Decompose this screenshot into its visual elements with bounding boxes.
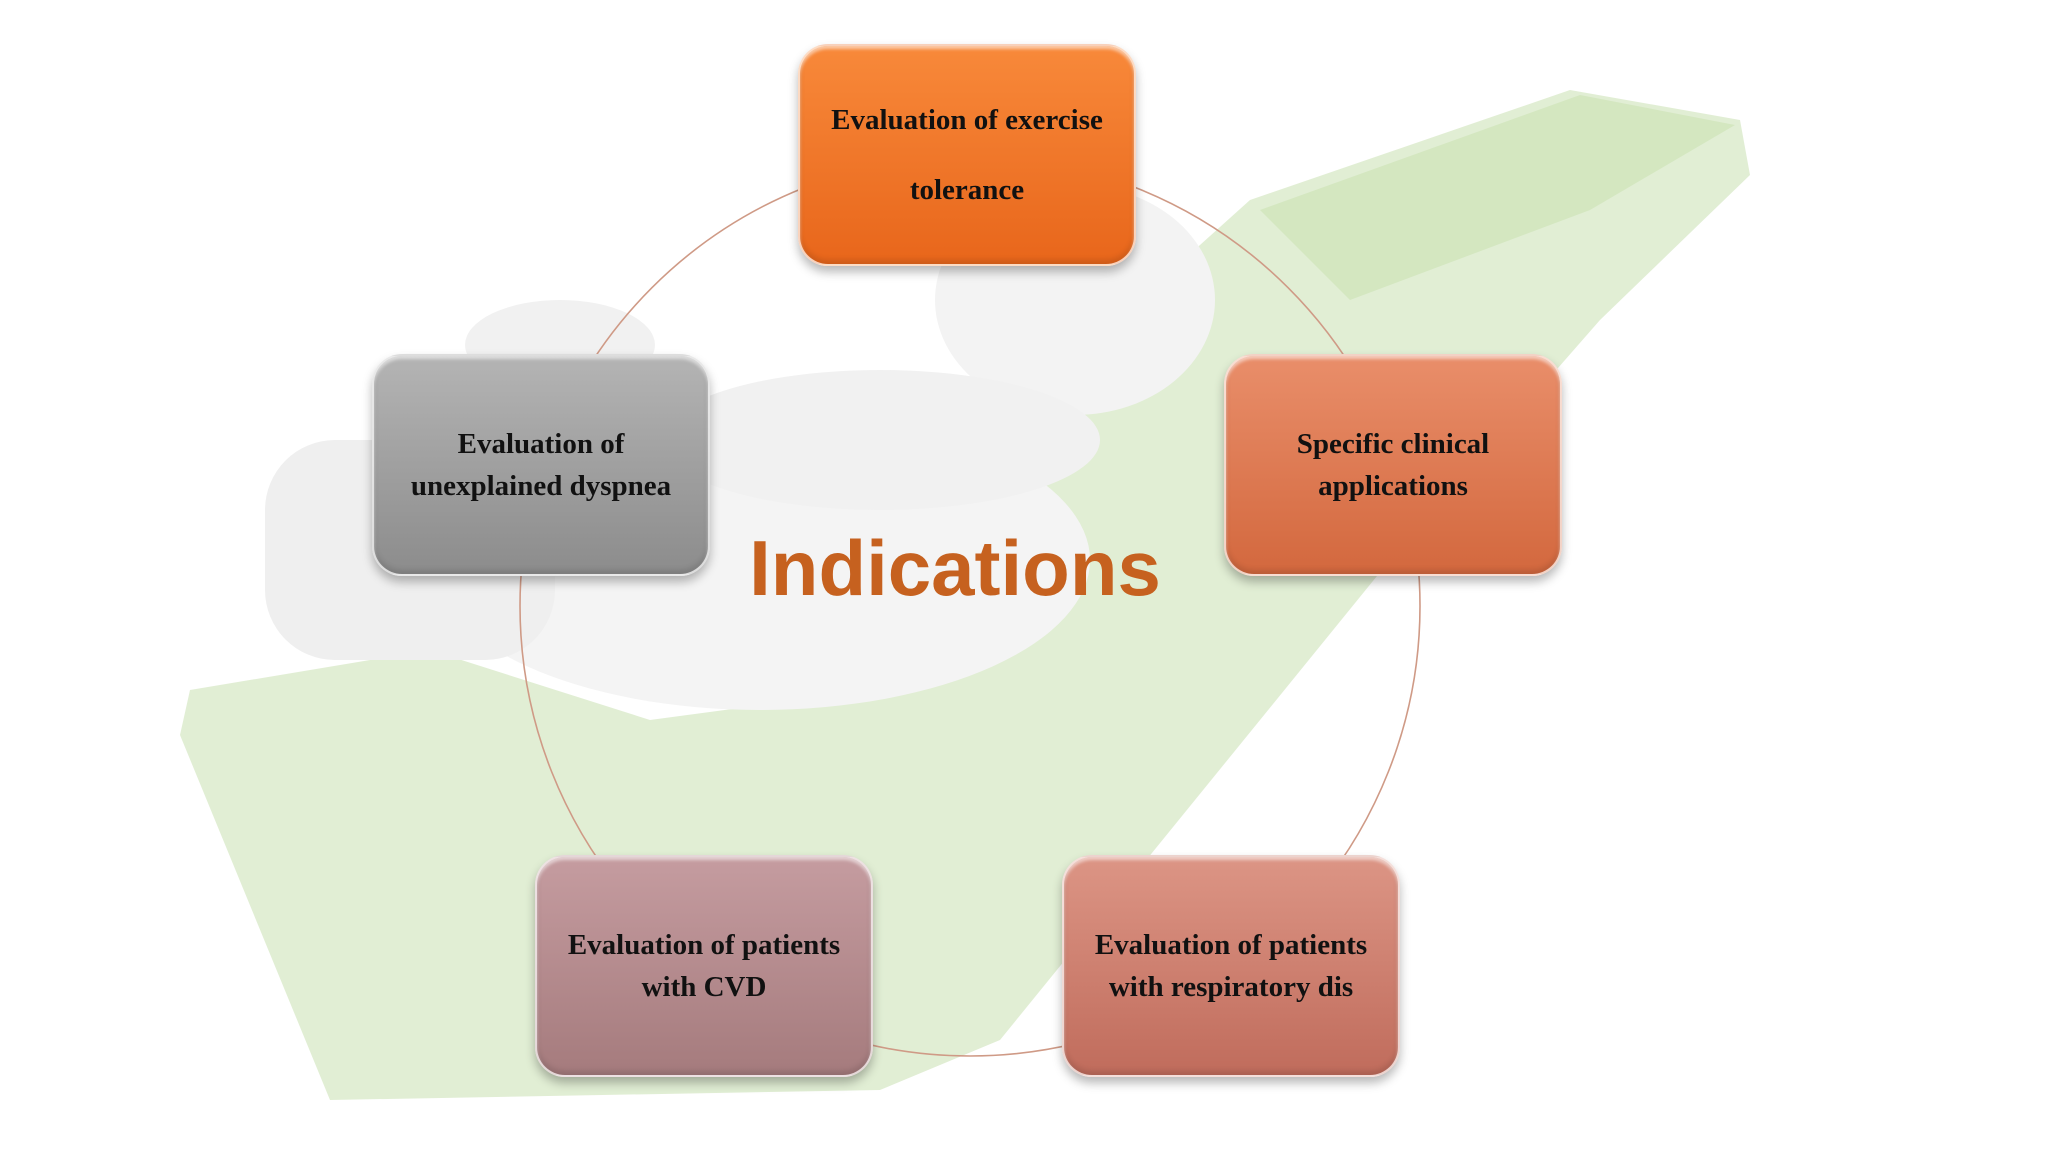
node-respiratory-line1: Evaluation of patients [1094,929,1368,961]
node-exercise-tolerance-line2: tolerance [909,174,1025,206]
node-specific-clinical-line1: Specific clinical [1296,428,1490,460]
node-unexplained-dyspnea: Evaluation of unexplained dyspnea [372,354,710,576]
node-cvd-line1: Evaluation of patients [567,929,841,961]
node-specific-clinical-line2: applications [1318,470,1468,502]
figure-arm [660,370,1100,510]
node-respiratory-patients: Evaluation of patients with respiratory … [1062,855,1400,1077]
chair-highlight [1260,95,1735,300]
node-dyspnea-line1: Evaluation of [457,428,625,460]
node-cvd-patients: Evaluation of patients with CVD [535,855,873,1077]
node-exercise-tolerance-line1: Evaluation of exercise [831,104,1103,136]
node-cvd-line2: with CVD [641,971,767,1003]
diagram-title: Indications [749,524,1161,612]
node-specific-clinical-applications: Specific clinical applications [1224,354,1562,576]
node-dyspnea-line2: unexplained dyspnea [410,470,672,502]
node-exercise-tolerance: Evaluation of exercise tolerance [798,44,1136,266]
node-respiratory-line2: with respiratory dis [1108,971,1354,1003]
